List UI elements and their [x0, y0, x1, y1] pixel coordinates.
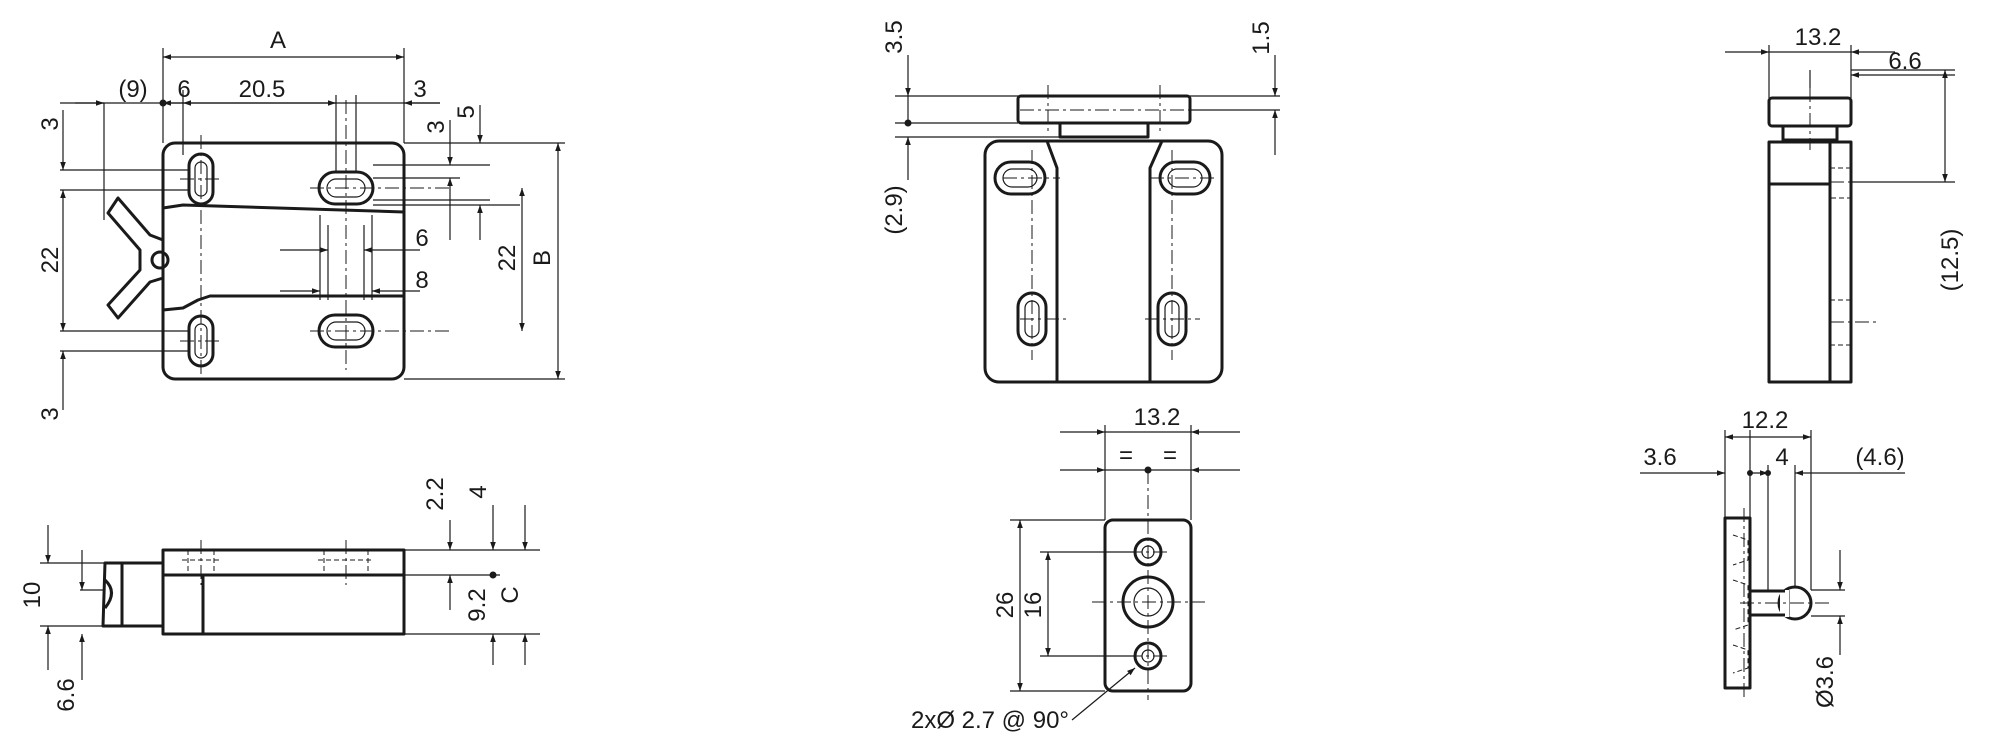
- hole-note-label: 2xØ 2.7 @ 90°: [911, 707, 1069, 734]
- right-body-outline: [1767, 140, 1853, 384]
- dim-13-2-right-label: 13.2: [1795, 24, 1842, 51]
- dim-22-right-label: 22: [494, 245, 521, 272]
- dim-6-top-label: 6: [177, 76, 190, 103]
- dim-6-slot-label: 6: [415, 225, 428, 252]
- dim-3-left-bottom-label: 3: [37, 407, 64, 420]
- dim-3-top-label: 3: [413, 76, 426, 103]
- view-top-switch: A (9) 6 20.5 3 3 22 3 3 5 22 B 6 8: [37, 27, 565, 421]
- side-actuator: [101, 561, 163, 628]
- dim-6-6-right-label: 6.6: [1888, 48, 1921, 75]
- dim-2-9-label: (2.9): [881, 185, 908, 234]
- view-actuator-plate: 13.2 = = 26 16 2xØ 2.7 @ 90°: [911, 404, 1240, 734]
- view-front-assembly: 3.5 1.5 (2.9): [881, 20, 1280, 384]
- front-actuator-channel: [1045, 140, 1164, 382]
- dim-26-label: 26: [992, 592, 1019, 619]
- dim-12-2-label: 12.2: [1742, 407, 1789, 434]
- side-body-outline: [161, 548, 406, 636]
- dim-4-6-label: (4.6): [1855, 444, 1904, 471]
- view-right-side: 13.2 6.6 (12.5): [1725, 24, 1964, 384]
- view-pin-side: 12.2 3.6 4 (4.6) Ø3.6: [1640, 407, 1905, 708]
- dim-9-label: (9): [118, 76, 147, 103]
- dim-2-2-label: 2.2: [422, 477, 449, 510]
- switch-body-outline: [161, 141, 406, 381]
- dim-eq-left-label: =: [1119, 442, 1133, 469]
- actuator-pivot: [150, 250, 170, 270]
- dim-10-label: 10: [19, 582, 46, 609]
- view-side-switch: 10 6.6 2.2 4 9.2 C: [19, 477, 540, 712]
- front-body-outline: [983, 139, 1224, 384]
- dim-12-5-label: (12.5): [1937, 229, 1964, 292]
- butterfly-actuator: [106, 196, 164, 320]
- dim-4-pin-label: 4: [1775, 444, 1788, 471]
- actuator-channel: [162, 203, 405, 312]
- dim-3-5-label: 3.5: [881, 20, 908, 53]
- dim-8-slot-label: 8: [415, 267, 428, 294]
- dim-3-mid-label: 3: [423, 120, 450, 133]
- dim-9-2-label: 9.2: [464, 588, 491, 621]
- dim-dia-3-6-label: Ø3.6: [1812, 656, 1839, 708]
- dim-3-6-label: 3.6: [1643, 444, 1676, 471]
- dim-eq-right-label: =: [1163, 442, 1177, 469]
- dim-5-label: 5: [453, 105, 480, 118]
- dim-c-label: C: [497, 586, 524, 603]
- dim-a-label: A: [270, 27, 286, 54]
- dim-4-side-label: 4: [465, 485, 492, 498]
- front-slot-tl: [993, 160, 1047, 196]
- dim-1-5-label: 1.5: [1248, 21, 1275, 54]
- dim-20-5-label: 20.5: [239, 76, 286, 103]
- dim-16-label: 16: [1020, 592, 1047, 619]
- dim-b-label: B: [529, 250, 556, 266]
- dim-13-2-plate-label: 13.2: [1134, 404, 1181, 431]
- dim-6-6-left-label: 6.6: [53, 678, 80, 711]
- dim-22-left-label: 22: [37, 247, 64, 274]
- dim-3-left-top-label: 3: [37, 117, 64, 130]
